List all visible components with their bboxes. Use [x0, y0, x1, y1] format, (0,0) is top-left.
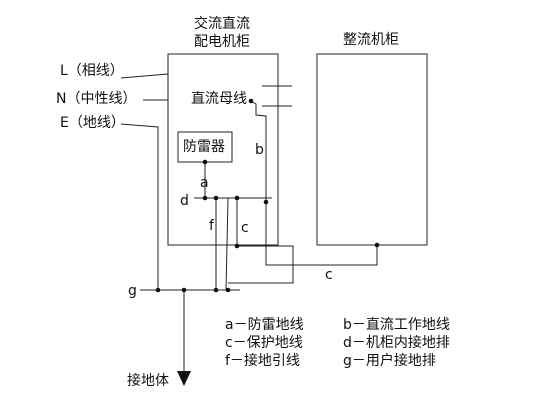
surge-protector-label: 防雷器: [183, 139, 225, 155]
line-L-label: L（相线）: [60, 63, 124, 79]
junction-dot: [213, 287, 219, 293]
mark-c-inner: c: [241, 220, 249, 236]
line-E-wire: [120, 123, 159, 290]
legend-d: d－机柜内接地排: [343, 335, 450, 351]
junction-dot: [213, 195, 219, 201]
ground-body-arrow: [177, 371, 191, 386]
legend-c: c－保护地线: [225, 335, 303, 351]
ground-bar-drop: [225, 197, 229, 291]
protective-ground-c-inner: [228, 198, 294, 284]
junction-dot: [181, 287, 187, 293]
mark-a: a: [200, 175, 209, 191]
mark-c-outer: c: [325, 267, 333, 283]
line-L-wire: [120, 73, 169, 79]
junction-dot: [155, 287, 161, 293]
panel-title-line1: 交流直流: [194, 16, 250, 32]
ac-dc-distribution-cabinet: [167, 53, 279, 246]
ground-body-label: 接地体: [127, 373, 169, 389]
junction-dot: [263, 199, 269, 205]
line-E-label: E（地线）: [60, 115, 125, 131]
protective-ground-c-outer: [265, 202, 378, 266]
dc-bus-label: 直流母线: [191, 91, 247, 107]
legend-a: a－防雷地线: [225, 317, 304, 333]
legend-g: g－用户接地排: [343, 353, 436, 369]
junction-dot: [234, 243, 240, 249]
mark-d: d: [180, 193, 189, 209]
junction-dot: [202, 159, 208, 165]
dc-work-ground-b: [250, 100, 267, 202]
legend-f: f－接地引线: [225, 353, 300, 369]
junction-dot: [248, 98, 254, 104]
rectifier-cabinet: [316, 53, 428, 246]
panel-title-line2: 配电机柜: [194, 34, 250, 50]
rectifier-title: 整流机柜: [343, 32, 399, 48]
junction-dot: [234, 195, 240, 201]
junction-dot: [374, 242, 380, 248]
mark-b: b: [255, 142, 264, 158]
legend-b: b－直流工作地线: [343, 317, 450, 333]
junction-dot: [202, 195, 208, 201]
junction-dot: [225, 287, 231, 293]
line-N-label: N（中性线）: [56, 91, 137, 107]
mark-g: g: [128, 283, 137, 299]
mark-f: f: [209, 218, 214, 234]
